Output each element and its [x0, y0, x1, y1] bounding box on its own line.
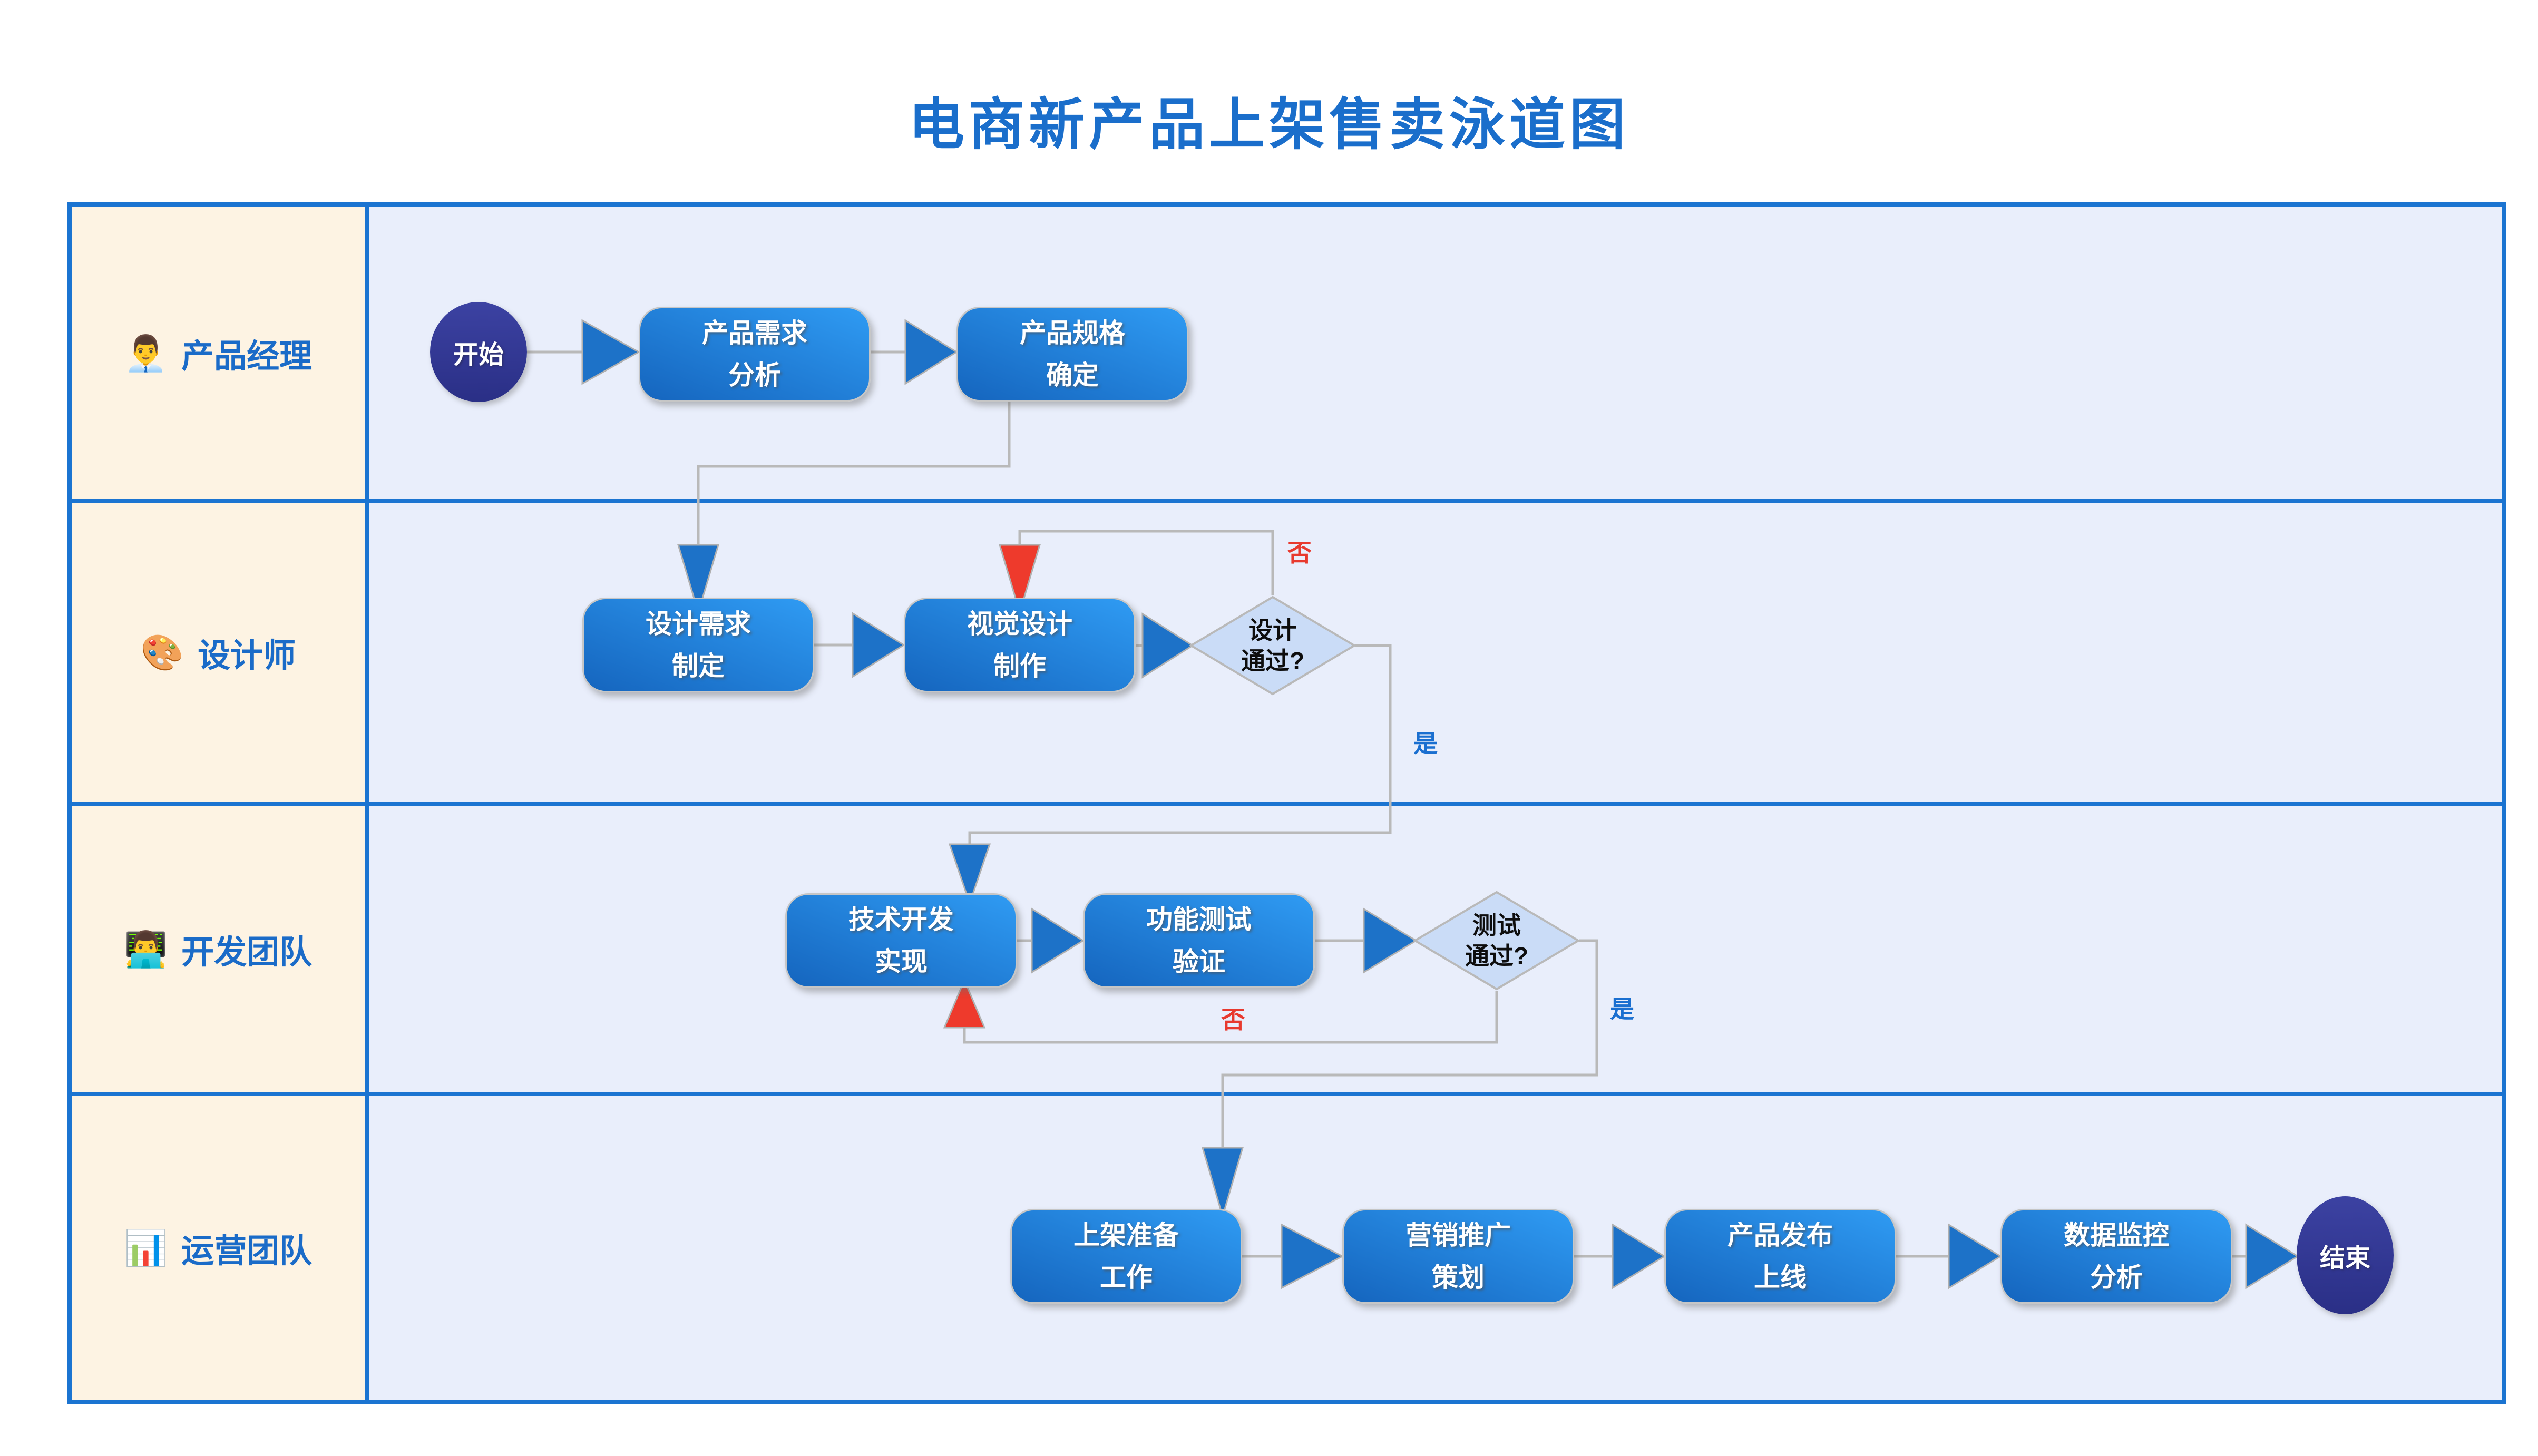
arrowhead-prep-to-marketing: [1281, 1223, 1344, 1289]
connector-spec-to-design-req: [697, 402, 1011, 545]
node-marketing-plan: 营销推广 策划: [1342, 1209, 1574, 1304]
arrowhead-req-to-spec: [904, 319, 958, 385]
lane-1-label-cell-bg: [72, 207, 365, 499]
lane-divider-3: [72, 1092, 2502, 1096]
node-func-test: 功能测试 验证: [1083, 893, 1315, 988]
arrowhead-visual-to-design-check: [1141, 612, 1194, 679]
node-end: 结束: [2297, 1196, 2394, 1314]
decision-line: 通过?: [1241, 647, 1305, 675]
edge-label-design-yes: 是: [1413, 730, 1438, 757]
arrowhead-marketing-to-launch: [1612, 1223, 1666, 1289]
node-line: 数据监控: [2064, 1220, 2169, 1250]
node-req-analysis: 产品需求 分析: [639, 307, 871, 402]
node-line: 上线: [1754, 1263, 1807, 1292]
arrowhead-launch-to-monitor: [1948, 1223, 2002, 1289]
edge-label-design-no: 否: [1287, 539, 1312, 566]
lane-label-product-manager: 👨‍💼 产品经理: [72, 207, 365, 499]
node-spec-confirm: 产品规格 确定: [956, 307, 1188, 402]
arrowhead-design-req-to-visual: [852, 612, 905, 678]
node-line: 技术开发: [848, 905, 954, 934]
arrowhead-up-into-dev-no-loop: [943, 978, 986, 1029]
lane-label-text: 产品经理: [181, 338, 313, 375]
arrowhead-down-into-dev: [948, 843, 991, 906]
node-line: 设计需求: [646, 609, 751, 639]
node-line: 制定: [672, 651, 725, 681]
node-tech-dev: 技术开发 实现: [785, 893, 1017, 988]
lane-label-ops-team: 📊 运营团队: [72, 1096, 365, 1400]
node-line: 产品需求: [702, 318, 807, 348]
edge-label-test-yes: 是: [1610, 995, 1634, 1023]
node-line: 分析: [2090, 1263, 2143, 1292]
arrowhead-down-into-prep: [1201, 1147, 1244, 1219]
decision-line: 通过?: [1465, 942, 1529, 970]
node-line: 制作: [993, 651, 1046, 681]
node-line: 策划: [1432, 1263, 1485, 1292]
node-end-label: 结束: [2319, 1244, 2370, 1272]
node-product-launch: 产品发布 上线: [1664, 1209, 1896, 1304]
node-line: 分析: [728, 360, 781, 390]
node-data-monitor: 数据监控 分析: [2000, 1209, 2232, 1304]
node-start-label: 开始: [453, 341, 504, 369]
node-line: 实现: [875, 947, 928, 976]
node-line: 验证: [1173, 947, 1225, 976]
node-line: 上架准备: [1073, 1220, 1179, 1250]
decision-design-check-label: 设计 通过?: [1241, 615, 1304, 676]
decision-line: 测试: [1472, 912, 1521, 939]
decision-test-check-shape: [1413, 891, 1580, 991]
arrowhead-test-to-test-check: [1363, 907, 1418, 974]
arrowhead-start-to-req: [581, 319, 641, 385]
bar-chart-icon: 📊: [124, 1228, 168, 1267]
connector-test-no-loop: [963, 991, 1498, 1044]
lane-label-text: 运营团队: [181, 1233, 313, 1269]
lane-label-designer: 🎨 设计师: [72, 503, 365, 802]
node-line: 产品发布: [1727, 1220, 1833, 1250]
label-column-divider: [365, 207, 369, 1400]
decision-design-check-shape: [1189, 595, 1356, 696]
connector-test-yes-to-prep: [1221, 939, 1598, 1148]
lane-label-text: 开发团队: [181, 934, 313, 971]
man-office-worker-icon: 👨‍💼: [124, 333, 168, 373]
node-line: 功能测试: [1146, 905, 1252, 934]
diagram-title: 电商新产品上架售卖泳道图: [909, 94, 1629, 156]
node-start: 开始: [430, 302, 527, 402]
lane-4-label-cell-bg: [72, 1096, 365, 1400]
decision-line: 设计: [1248, 617, 1297, 644]
lane-divider-2: [72, 802, 2502, 806]
swimlane-frame: [67, 202, 2506, 1404]
edge-label-test-no: 否: [1221, 1006, 1245, 1033]
node-line: 产品规格: [1020, 318, 1125, 348]
lane-label-text: 设计师: [198, 638, 296, 674]
arrowhead-monitor-to-end: [2245, 1223, 2299, 1289]
palette-icon: 🎨: [140, 633, 184, 672]
lane-divider-1: [72, 499, 2502, 503]
lane-3-label-cell-bg: [72, 806, 365, 1092]
lane-label-dev-team: 👨‍💻 开发团队: [72, 806, 365, 1092]
node-visual-design: 视觉设计 制作: [904, 598, 1136, 692]
node-line: 视觉设计: [967, 609, 1072, 639]
arrowhead-down-into-design-req: [677, 544, 720, 615]
man-technologist-icon: 👨‍💻: [124, 929, 168, 969]
node-line: 确定: [1046, 360, 1099, 390]
connector-design-no-loop: [1018, 530, 1274, 595]
decision-test-check-label: 测试 通过?: [1465, 910, 1528, 971]
node-line: 工作: [1100, 1263, 1153, 1292]
node-design-req: 设计需求 制定: [582, 598, 814, 692]
arrowhead-down-into-visual-no-loop: [998, 544, 1041, 615]
connector-design-yes-to-dev: [968, 644, 1392, 844]
node-launch-prep: 上架准备 工作: [1010, 1209, 1242, 1304]
arrowhead-dev-to-test: [1031, 907, 1085, 974]
node-line: 营销推广: [1405, 1220, 1511, 1250]
lane-2-label-cell-bg: [72, 503, 365, 802]
